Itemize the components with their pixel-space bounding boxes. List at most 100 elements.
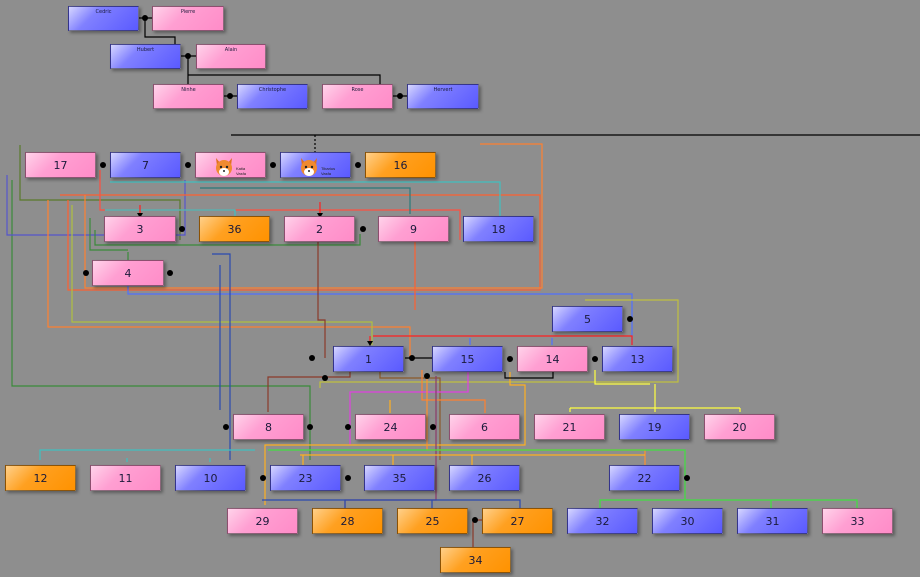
numbered-node[interactable]: 15 <box>432 346 503 372</box>
numbered-node[interactable]: 28 <box>312 508 383 534</box>
numbered-node[interactable]: 3 <box>104 216 176 242</box>
union-dot <box>345 475 351 481</box>
node-label: 12 <box>33 471 48 485</box>
numbered-node[interactable]: 34 <box>440 547 511 573</box>
numbered-node[interactable]: 19 <box>619 414 690 440</box>
node-label: 35 <box>392 471 407 485</box>
family-node[interactable]: Rose <box>322 84 393 109</box>
node-label: 13 <box>630 352 645 366</box>
node-label: 7 <box>142 158 149 172</box>
numbered-node[interactable]: 9 <box>378 216 449 242</box>
union-dot <box>185 162 191 168</box>
numbered-node[interactable]: 11 <box>90 465 161 491</box>
union-dot <box>409 355 415 361</box>
numbered-node[interactable]: 18 <box>463 216 534 242</box>
union-dot <box>142 15 148 21</box>
numbered-node[interactable]: 21 <box>534 414 605 440</box>
numbered-node[interactable]: 29 <box>227 508 298 534</box>
fox-avatar-icon <box>216 158 232 176</box>
node-label: 10 <box>203 471 218 485</box>
node-label: 31 <box>765 514 780 528</box>
numbered-node[interactable]: 20 <box>704 414 775 440</box>
union-dot <box>179 226 185 232</box>
numbered-node[interactable]: 8 <box>233 414 304 440</box>
node-label: 11 <box>118 471 133 485</box>
family-node[interactable]: Christophe <box>237 84 308 109</box>
node-label: 4 <box>124 266 132 280</box>
numbered-node[interactable]: 13 <box>602 346 673 372</box>
union-dot <box>309 355 315 361</box>
union-dot <box>592 356 598 362</box>
node-label: Alain <box>224 47 238 53</box>
node-label: 18 <box>491 222 506 236</box>
numbered-node[interactable]: 14 <box>517 346 588 372</box>
node-label: 36 <box>227 222 242 236</box>
numbered-node[interactable]: 35 <box>364 465 435 491</box>
family-node[interactable]: Hubert <box>110 44 181 69</box>
family-node[interactable]: Ninhe <box>153 84 224 109</box>
union-dot <box>307 424 313 430</box>
numbered-node[interactable]: 22 <box>609 465 680 491</box>
union-dot <box>223 424 229 430</box>
family-node[interactable]: Hervert <box>407 84 479 109</box>
numbered-node[interactable]: 2 <box>284 216 355 242</box>
node-label: Ninhe <box>181 87 196 93</box>
node-label: 15 <box>460 352 475 366</box>
node-label: 20 <box>732 420 747 434</box>
numbered-node[interactable]: 6 <box>449 414 520 440</box>
numbered-node[interactable]: 36 <box>199 216 270 242</box>
numbered-node[interactable]: 16 <box>365 152 436 178</box>
numbered-node[interactable]: 32 <box>567 508 638 534</box>
node-label: Rose <box>351 87 364 93</box>
union-dot <box>83 270 89 276</box>
numbered-node[interactable]: 30 <box>652 508 723 534</box>
node-label: 16 <box>393 158 408 172</box>
numbered-node[interactable]: 25 <box>397 508 468 534</box>
numbered-node[interactable]: 10 <box>175 465 246 491</box>
numbered-node[interactable]: 4 <box>92 260 164 286</box>
union-dot <box>167 270 173 276</box>
union-dot <box>430 424 436 430</box>
numbered-node[interactable]: 12 <box>5 465 76 491</box>
family-node[interactable]: Cedric <box>68 6 139 31</box>
union-dot <box>472 517 478 523</box>
numbered-node[interactable]: 7 <box>110 152 181 178</box>
numbered-node[interactable]: 1 <box>333 346 404 372</box>
numbered-node[interactable]: 23 <box>270 465 341 491</box>
numbered-node[interactable]: 24 <box>355 414 426 440</box>
node-label: 33 <box>850 514 865 528</box>
node-label: Christophe <box>258 87 287 93</box>
node-label: Hervert <box>433 87 453 93</box>
union-dot <box>684 475 690 481</box>
numbered-node[interactable]: 26 <box>449 465 520 491</box>
node-label: 3 <box>136 222 144 236</box>
union-dot <box>270 162 276 168</box>
union-dot <box>507 356 513 362</box>
node-label: 27 <box>510 514 525 528</box>
numbered-node[interactable]: 17 <box>25 152 96 178</box>
node-label: 2 <box>316 222 323 236</box>
family-node[interactable]: Pierre <box>152 6 224 31</box>
union-dot <box>627 316 633 322</box>
fox-avatar-icon <box>301 158 317 176</box>
numbered-node[interactable]: 31 <box>737 508 808 534</box>
node-label: 29 <box>255 514 270 528</box>
union-dot <box>260 475 266 481</box>
node-label: 30 <box>680 514 695 528</box>
node-label: 5 <box>584 312 591 326</box>
node-label: Hubert <box>136 47 155 53</box>
node-label: Cedric <box>95 9 112 15</box>
node-label: 19 <box>647 420 662 434</box>
numbered-node[interactable]: 5 <box>552 306 623 332</box>
node-label: 14 <box>545 352 560 366</box>
node-label: 1 <box>365 352 372 366</box>
numbered-node[interactable]: 33 <box>822 508 893 534</box>
family-node[interactable]: Alain <box>196 44 266 69</box>
node-label: 24 <box>383 420 398 434</box>
numbered-node[interactable]: 27 <box>482 508 553 534</box>
